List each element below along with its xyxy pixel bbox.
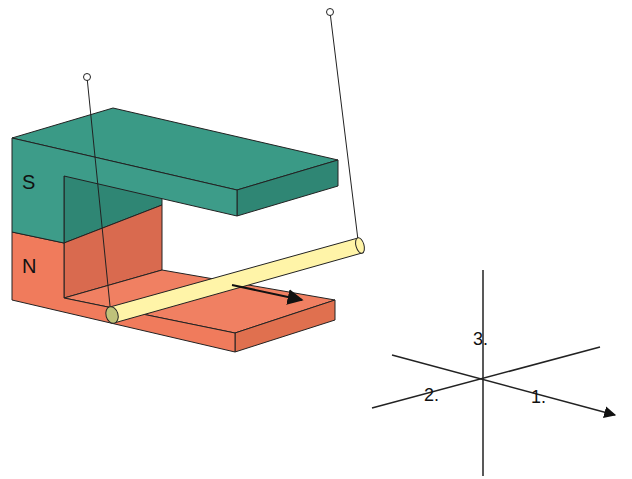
wire-terminal xyxy=(84,74,91,81)
axis-number: 3. xyxy=(473,330,488,348)
axes xyxy=(372,270,615,476)
axis-2 xyxy=(372,347,600,408)
pole-label: N xyxy=(22,256,36,276)
rod-body xyxy=(110,238,362,323)
axis-3 xyxy=(482,270,484,476)
axis-number: 2. xyxy=(424,386,439,404)
wire xyxy=(87,77,110,306)
rod-end xyxy=(354,237,366,255)
axis-number: 1. xyxy=(531,388,546,406)
horseshoe-magnet xyxy=(12,108,338,352)
wire-terminal xyxy=(327,9,334,16)
axis-1 xyxy=(392,355,615,415)
rod-end xyxy=(104,305,120,325)
pole-label: S xyxy=(22,172,35,192)
south-arm-end xyxy=(237,160,338,216)
conductor-rod xyxy=(104,237,366,325)
south-front xyxy=(12,138,237,243)
north-arm-end xyxy=(235,300,335,352)
motion-arrow xyxy=(232,285,302,300)
wire xyxy=(330,12,358,240)
